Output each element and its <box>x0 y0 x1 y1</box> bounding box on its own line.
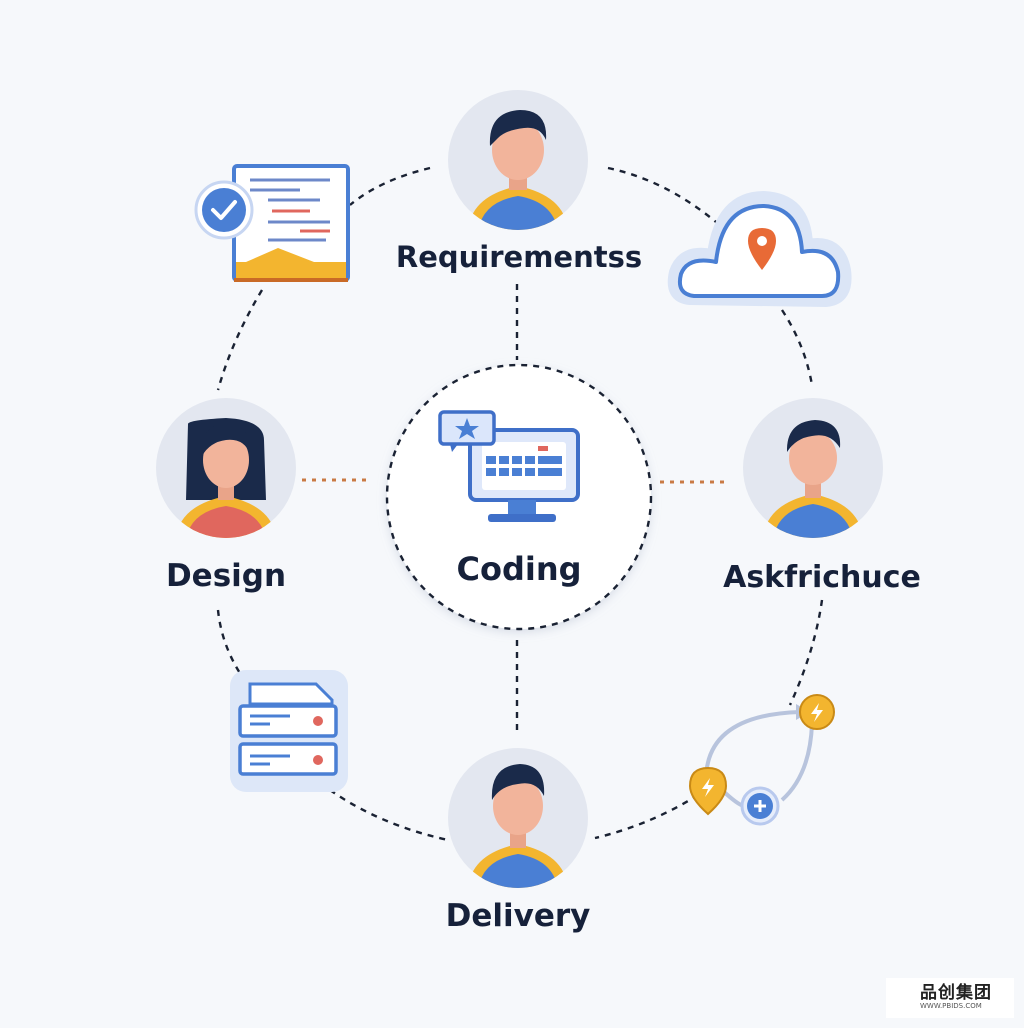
connector-req-cloud <box>607 166 717 223</box>
watermark-logo-space <box>886 978 920 1018</box>
coding-node[interactable] <box>385 363 653 631</box>
person-avatar-icon <box>468 110 568 230</box>
connector-server-delivery <box>329 789 449 842</box>
person-avatar-icon <box>176 418 276 538</box>
person-avatar-icon <box>468 764 568 888</box>
server-stack-icon <box>230 670 348 792</box>
delivery-node[interactable] <box>448 748 588 890</box>
checklist-document-icon <box>194 164 350 282</box>
watermark: 品创集团 WWW.PBIDS.COM <box>886 978 1014 1018</box>
watermark-text-block: 品创集团 WWW.PBIDS.COM <box>920 985 992 1011</box>
connector-workflow-delivery <box>594 793 699 840</box>
horizontal-links <box>302 478 728 484</box>
askfrichuce-node[interactable] <box>743 398 883 540</box>
design-node[interactable] <box>156 398 296 540</box>
connector-cloud-ask <box>780 309 814 386</box>
askfrichuce-label: Askfrichuce <box>723 560 921 595</box>
connector-req-checklist <box>349 166 431 206</box>
watermark-url: WWW.PBIDS.COM <box>920 1002 982 1010</box>
design-label: Design <box>165 558 287 594</box>
connector-lines <box>216 166 824 842</box>
requirements-label: Requirementss <box>395 240 643 274</box>
delivery-label: Delivery <box>445 898 591 934</box>
watermark-brand: 品创集团 <box>920 983 992 1003</box>
requirements-node[interactable] <box>448 90 588 232</box>
workflow-cycle-icon <box>688 694 835 826</box>
person-avatar-icon <box>763 420 863 538</box>
cloud-location-icon <box>667 191 852 307</box>
connector-checklist-design <box>216 289 264 391</box>
monitor-dashboard-icon <box>438 410 580 522</box>
coding-label: Coding <box>456 550 582 588</box>
connector-ask-workflow <box>788 599 824 706</box>
